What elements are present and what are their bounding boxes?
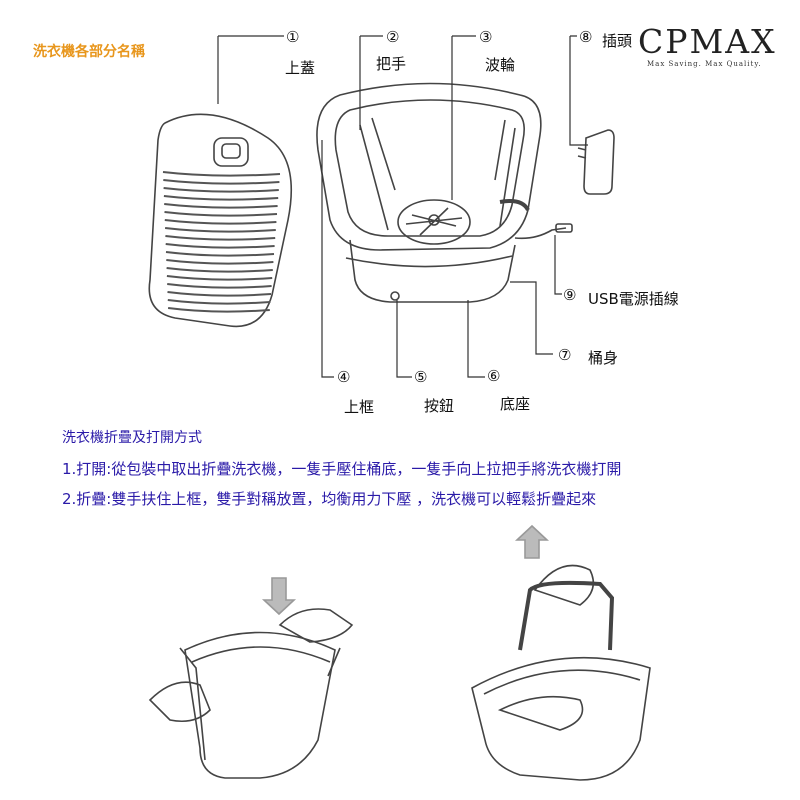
part-number-4: ④ (337, 368, 351, 386)
part-label-usb-cable: USB電源插線 (588, 290, 679, 308)
part-label-lid: 上蓋 (285, 59, 316, 77)
part-number-7: ⑦ (558, 346, 572, 364)
section-title: 洗衣機各部分名稱 (33, 44, 145, 60)
part-label-base: 底座 (500, 395, 531, 413)
plug-illustration (577, 129, 615, 195)
part-label-upper-frame: 上框 (344, 398, 375, 416)
part-label-tub-body: 桶身 (588, 349, 619, 367)
instruction-open: 1.打開:從包裝中取出折疊洗衣機，一隻手壓住桶底，一隻手向上拉把手將洗衣機打開 (62, 460, 622, 478)
instructions-title: 洗衣機折疊及打開方式 (62, 430, 202, 446)
part-label-impeller: 波輪 (485, 56, 516, 74)
part-label-button: 按鈕 (424, 397, 455, 415)
part-label-handle: 把手 (376, 55, 407, 73)
part-number-9: ⑨ (563, 286, 577, 304)
part-label-plug: 插頭 (602, 32, 633, 50)
washer-tub-illustration (316, 82, 573, 303)
part-number-8: ⑧ (579, 28, 593, 46)
open-pull-illustration (471, 524, 651, 781)
part-number-1: ① (286, 28, 300, 46)
part-number-6: ⑥ (487, 367, 501, 385)
fold-press-illustration (148, 577, 354, 779)
instruction-fold: 2.折疊:雙手扶住上框，雙手對稱放置，均衡用力下壓 ，洗衣機可以輕鬆折疊起來 (62, 490, 597, 508)
part-number-5: ⑤ (414, 368, 428, 386)
part-number-3: ③ (479, 28, 493, 46)
brand-logo: CPMAX (638, 22, 777, 61)
washboard-lid-illustration (148, 113, 293, 328)
leader-lines (217, 35, 588, 378)
part-number-2: ② (386, 28, 400, 46)
brand-tagline: Max Saving. Max Quality. (647, 60, 762, 68)
